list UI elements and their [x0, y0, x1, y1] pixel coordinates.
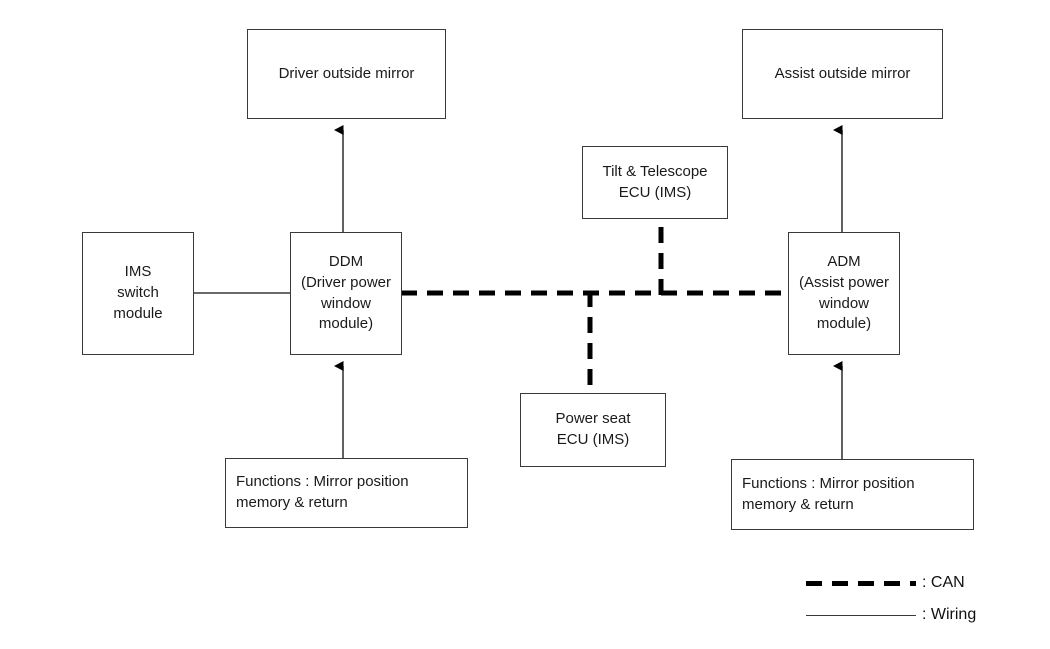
node-adm[interactable]: ADM (Assist power window module) [788, 232, 900, 355]
node-driver-outside-mirror[interactable]: Driver outside mirror [247, 29, 446, 119]
legend-item-wiring: : Wiring [806, 604, 976, 626]
node-tilt-telescope-ecu[interactable]: Tilt & Telescope ECU (IMS) [582, 146, 728, 219]
node-ddm[interactable]: DDM (Driver power window module) [290, 232, 402, 355]
node-label-driver-outside-mirror: Driver outside mirror [278, 64, 415, 82]
node-assist-outside-mirror[interactable]: Assist outside mirror [742, 29, 943, 119]
node-label-power-seat-ecu: Power seat ECU (IMS) [555, 410, 631, 448]
node-label-functions-driver: Functions : Mirror position memory & ret… [236, 473, 409, 511]
node-label-ims-switch-module: IMS switch module [113, 263, 163, 322]
node-label-functions-assist: Functions : Mirror position memory & ret… [742, 474, 915, 513]
node-label-tilt-telescope-ecu: Tilt & Telescope ECU (IMS) [602, 162, 708, 201]
legend-label-can: : CAN [922, 574, 965, 591]
node-power-seat-ecu[interactable]: Power seat ECU (IMS) [520, 393, 666, 467]
node-functions-assist[interactable]: Functions : Mirror position memory & ret… [731, 459, 974, 530]
legend-item-can: : CAN [806, 572, 965, 594]
node-label-adm: ADM (Assist power window module) [798, 253, 890, 333]
node-ims-switch-module[interactable]: IMS switch module [82, 232, 194, 355]
node-label-assist-outside-mirror: Assist outside mirror [774, 64, 911, 82]
node-functions-driver[interactable]: Functions : Mirror position memory & ret… [225, 458, 468, 528]
can-line-swatch-icon [806, 577, 916, 589]
node-label-ddm: DDM (Driver power window module) [300, 253, 391, 333]
legend: : CAN : Wiring [806, 572, 1036, 632]
legend-label-wiring: : Wiring [922, 606, 977, 623]
wiring-line-swatch-icon [806, 609, 916, 621]
